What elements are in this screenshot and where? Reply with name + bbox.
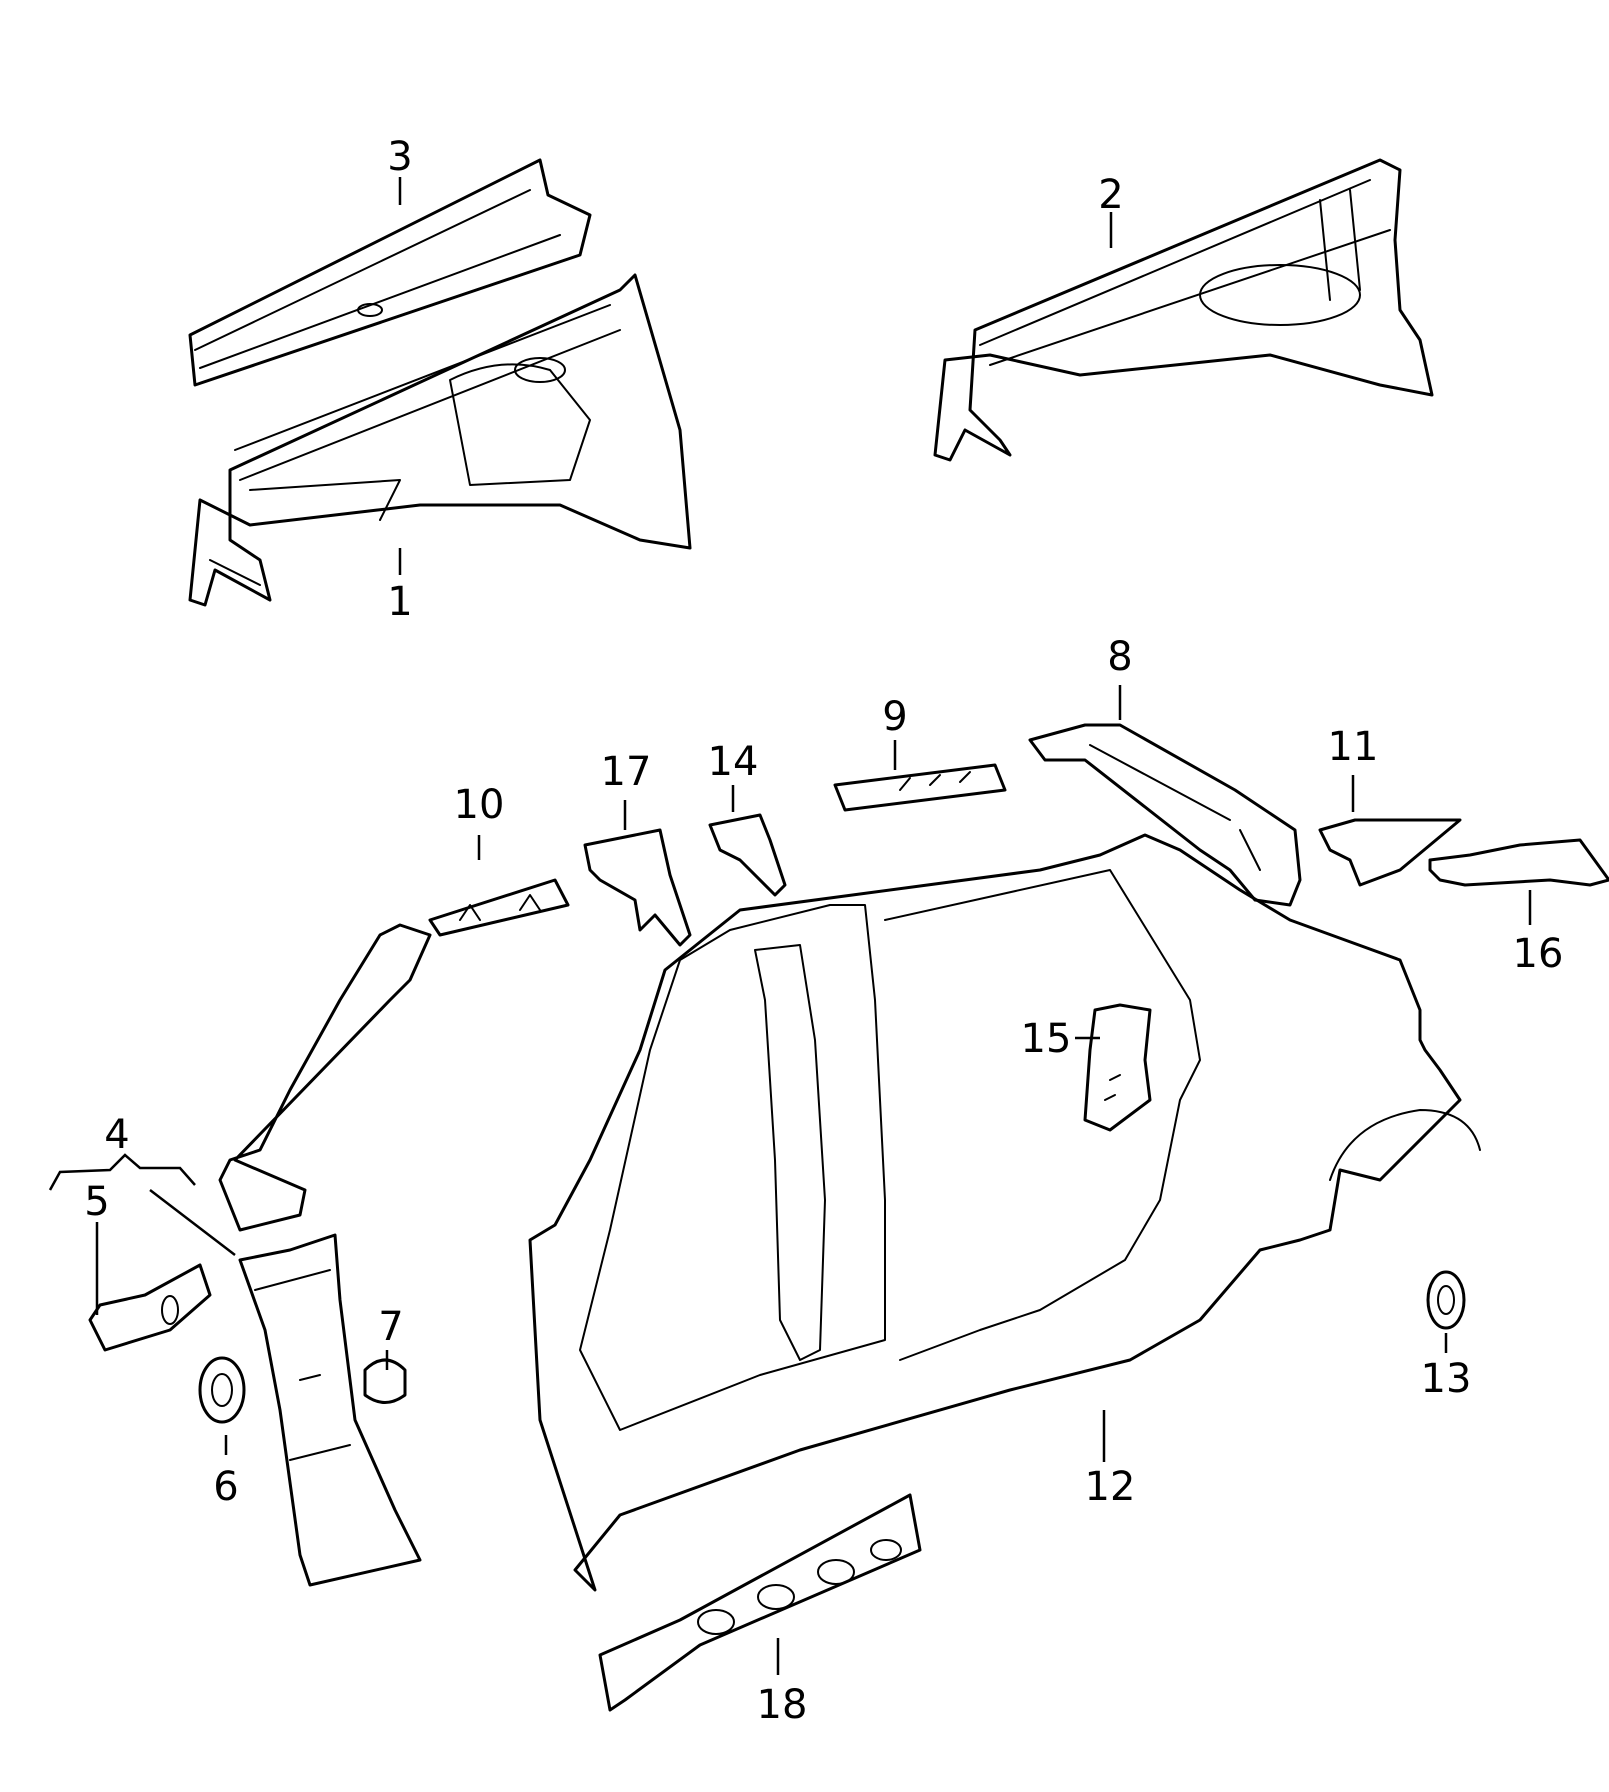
callout-6: 6 (213, 1464, 238, 1510)
callout-16: 16 (1513, 931, 1564, 977)
part-13-grommet[interactable] (1426, 1270, 1466, 1330)
part-6-grommet[interactable] (198, 1356, 246, 1424)
callout-17: 17 (601, 749, 652, 795)
part-10-reinforcement[interactable] (428, 878, 570, 937)
part-1-wheelhouse-left[interactable] (188, 273, 692, 607)
part-15-bracket[interactable] (1083, 1003, 1152, 1132)
part-14-bracket[interactable] (708, 813, 787, 897)
part-18-sill-reinforcement[interactable] (598, 1493, 922, 1712)
part-4-front-pillar[interactable] (218, 923, 432, 1587)
part-16-bracket[interactable] (1428, 838, 1609, 887)
callout-8: 8 (1107, 634, 1132, 680)
part-7-plug[interactable] (363, 1358, 407, 1404)
part-3-upper-rail[interactable] (188, 158, 592, 387)
leader-lines (48, 177, 1532, 1675)
part-17-bracket[interactable] (583, 828, 692, 947)
part-12-side-panel[interactable] (528, 833, 1481, 1592)
callout-14: 14 (708, 739, 759, 785)
callout-13: 13 (1421, 1356, 1472, 1402)
callout-10: 10 (454, 782, 505, 828)
callout-labels: 1 2 3 4 5 6 7 8 9 10 11 12 13 14 15 16 1… (84, 134, 1563, 1728)
callout-4: 4 (104, 1112, 129, 1158)
part-2-wheelhouse-right[interactable] (933, 158, 1434, 462)
part-9-strip[interactable] (833, 763, 1007, 812)
part-11-bracket[interactable] (1318, 818, 1462, 887)
callout-7: 7 (378, 1304, 403, 1350)
callout-15: 15 (1021, 1016, 1072, 1062)
callout-12: 12 (1085, 1464, 1136, 1510)
callout-3: 3 (387, 134, 412, 180)
callout-9: 9 (882, 694, 907, 740)
callout-5: 5 (84, 1179, 109, 1225)
callout-11: 11 (1328, 724, 1379, 770)
callout-18: 18 (757, 1682, 808, 1728)
part-8-rear-wheelhouse-inner[interactable] (1028, 723, 1302, 907)
part-5-bracket[interactable] (88, 1263, 212, 1352)
callout-1: 1 (387, 579, 412, 625)
callout-2: 2 (1098, 172, 1123, 218)
